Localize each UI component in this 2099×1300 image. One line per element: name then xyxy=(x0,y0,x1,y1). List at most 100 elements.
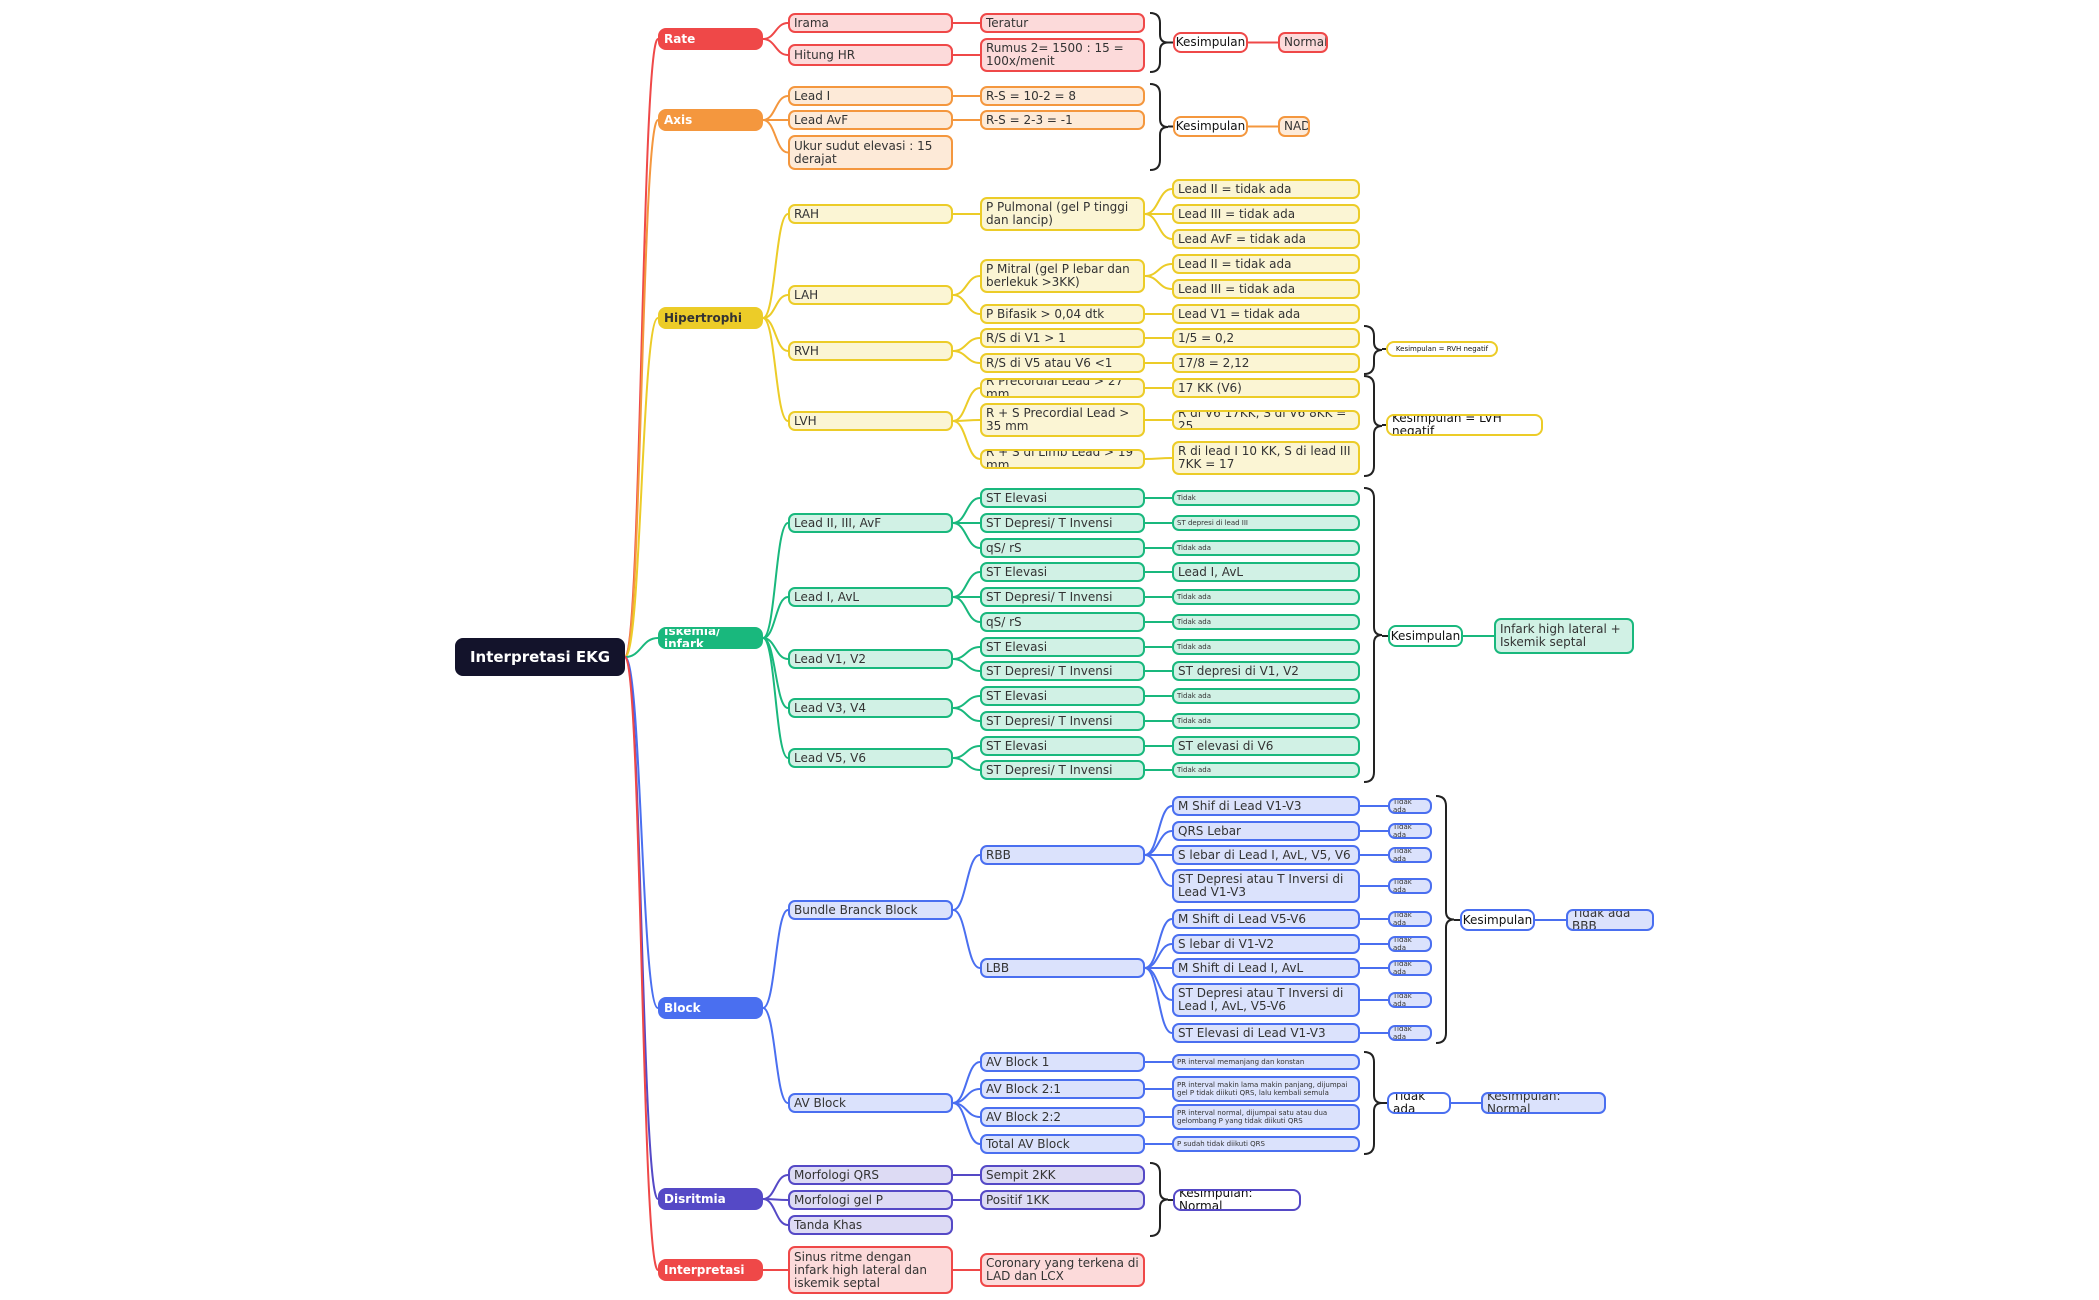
disritmia-value[interactable]: Positif 1KK xyxy=(980,1190,1145,1210)
disritmia-item[interactable]: Morfologi QRS xyxy=(788,1165,953,1185)
av-block-result[interactable]: Kesimpulan: Normal xyxy=(1481,1092,1606,1114)
iskemia-criterion[interactable]: ST Depresi/ T Invensi xyxy=(980,760,1145,780)
block-subgroup[interactable]: LBB xyxy=(980,958,1145,978)
bbb-criterion[interactable]: ST Depresi atau T Inversi di Lead V1-V3 xyxy=(1172,869,1360,903)
iskemia-conclusion[interactable]: Kesimpulan xyxy=(1388,625,1463,647)
hipertrophi-group[interactable]: LVH xyxy=(788,411,953,431)
bbb-finding[interactable]: Tidak ada xyxy=(1388,911,1432,927)
rate-item[interactable]: Irama xyxy=(788,13,953,33)
hipertrophi-finding[interactable]: Lead III = tidak ada xyxy=(1172,204,1360,224)
iskemia-criterion[interactable]: ST Depresi/ T Invensi xyxy=(980,711,1145,731)
iskemia-criterion[interactable]: ST Elevasi xyxy=(980,488,1145,508)
category-block[interactable]: Block xyxy=(658,997,763,1019)
hipertrophi-criterion[interactable]: R/S di V5 atau V6 <1 xyxy=(980,353,1145,373)
bbb-criterion[interactable]: ST Elevasi di Lead V1-V3 xyxy=(1172,1023,1360,1043)
iskemia-criterion[interactable]: ST Elevasi xyxy=(980,736,1145,756)
bbb-finding[interactable]: Tidak ada xyxy=(1388,798,1432,814)
axis-value[interactable]: R-S = 2-3 = -1 xyxy=(980,110,1145,130)
hipertrophi-finding[interactable]: 17/8 = 2,12 xyxy=(1172,353,1360,373)
hipertrophi-group[interactable]: RVH xyxy=(788,341,953,361)
iskemia-finding[interactable]: Tidak ada xyxy=(1172,688,1360,704)
hipertrophi-finding[interactable]: Lead V1 = tidak ada xyxy=(1172,304,1360,324)
rate-value[interactable]: Rumus 2= 1500 : 15 = 100x/menit xyxy=(980,38,1145,72)
root-node[interactable]: Interpretasi EKG xyxy=(455,638,625,676)
iskemia-finding[interactable]: Tidak xyxy=(1172,490,1360,506)
hipertrophi-finding[interactable]: Lead II = tidak ada xyxy=(1172,179,1360,199)
rate-value[interactable]: Teratur xyxy=(980,13,1145,33)
category-hipertrophi[interactable]: Hipertrophi xyxy=(658,307,763,329)
hipertrophi-criterion[interactable]: P Pulmonal (gel P tinggi dan lancip) xyxy=(980,197,1145,231)
av-block-desc[interactable]: PR interval normal, dijumpai satu atau d… xyxy=(1172,1104,1360,1130)
iskemia-finding[interactable]: ST depresi di V1, V2 xyxy=(1172,661,1360,681)
hipertrophi-criterion[interactable]: R + S di Limb Lead > 19 mm xyxy=(980,449,1145,469)
iskemia-result[interactable]: Infark high lateral + Iskemik septal xyxy=(1494,618,1634,654)
block-group[interactable]: Bundle Branck Block xyxy=(788,900,953,920)
iskemia-criterion[interactable]: qS/ rS xyxy=(980,538,1145,558)
av-block-desc[interactable]: PR interval memanjang dan konstan xyxy=(1172,1054,1360,1070)
iskemia-finding[interactable]: ST depresi di lead III xyxy=(1172,515,1360,531)
hipertrophi-criterion[interactable]: R + S Precordial Lead > 35 mm xyxy=(980,403,1145,437)
block-group[interactable]: AV Block xyxy=(788,1093,953,1113)
hipertrophi-criterion[interactable]: P Bifasik > 0,04 dtk xyxy=(980,304,1145,324)
bbb-criterion[interactable]: S lebar di V1-V2 xyxy=(1172,934,1360,954)
iskemia-criterion[interactable]: ST Elevasi xyxy=(980,686,1145,706)
hipertrophi-criterion[interactable]: R Precordial Lead > 27 mm xyxy=(980,378,1145,398)
category-rate[interactable]: Rate xyxy=(658,28,763,50)
iskemia-finding[interactable]: Tidak ada xyxy=(1172,589,1360,605)
bbb-finding[interactable]: Tidak ada xyxy=(1388,992,1432,1008)
category-disritmia[interactable]: Disritmia xyxy=(658,1188,763,1210)
axis-item[interactable]: Ukur sudut elevasi : 15 derajat xyxy=(788,135,953,170)
iskemia-criterion[interactable]: ST Depresi/ T Invensi xyxy=(980,587,1145,607)
av-block-item[interactable]: AV Block 2:2 xyxy=(980,1107,1145,1127)
iskemia-finding[interactable]: Tidak ada xyxy=(1172,762,1360,778)
interpretasi-value[interactable]: Coronary yang terkena di LAD dan LCX xyxy=(980,1253,1145,1287)
hipertrophi-finding[interactable]: R di V6 17KK, S di V6 8KK = 25 xyxy=(1172,410,1360,430)
axis-item[interactable]: Lead AvF xyxy=(788,110,953,130)
av-block-item[interactable]: AV Block 1 xyxy=(980,1052,1145,1072)
hipertrophi-criterion[interactable]: R/S di V1 > 1 xyxy=(980,328,1145,348)
bbb-criterion[interactable]: QRS Lebar xyxy=(1172,821,1360,841)
bbb-result[interactable]: Tidak ada BBB xyxy=(1566,909,1654,931)
block-subgroup[interactable]: RBB xyxy=(980,845,1145,865)
bbb-finding[interactable]: Tidak ada xyxy=(1388,1025,1432,1041)
bbb-criterion[interactable]: ST Depresi atau T Inversi di Lead I, AvL… xyxy=(1172,983,1360,1017)
av-block-finding[interactable]: Tidak ada xyxy=(1387,1092,1451,1114)
rvh-conclusion[interactable]: Kesimpulan = RVH negatif xyxy=(1386,341,1498,357)
category-axis[interactable]: Axis xyxy=(658,109,763,131)
hipertrophi-finding[interactable]: Lead III = tidak ada xyxy=(1172,279,1360,299)
category-interpretasi[interactable]: Interpretasi xyxy=(658,1259,763,1281)
iskemia-group[interactable]: Lead II, III, AvF xyxy=(788,513,953,533)
rate-result[interactable]: Normal xyxy=(1278,32,1328,53)
hipertrophi-finding[interactable]: R di lead I 10 KK, S di lead III 7KK = 1… xyxy=(1172,441,1360,475)
av-block-desc[interactable]: P sudah tidak diikuti QRS xyxy=(1172,1136,1360,1152)
hipertrophi-criterion[interactable]: P Mitral (gel P lebar dan berlekuk >3KK) xyxy=(980,259,1145,293)
axis-result[interactable]: NAD xyxy=(1278,116,1310,137)
iskemia-criterion[interactable]: ST Elevasi xyxy=(980,562,1145,582)
bbb-criterion[interactable]: S lebar di Lead I, AvL, V5, V6 xyxy=(1172,845,1360,865)
disritmia-item[interactable]: Tanda Khas xyxy=(788,1215,953,1235)
bbb-finding[interactable]: Tidak ada xyxy=(1388,936,1432,952)
hipertrophi-finding[interactable]: 17 KK (V6) xyxy=(1172,378,1360,398)
bbb-finding[interactable]: Tidak ada xyxy=(1388,960,1432,976)
bbb-criterion[interactable]: M Shift di Lead V5-V6 xyxy=(1172,909,1360,929)
iskemia-group[interactable]: Lead V3, V4 xyxy=(788,698,953,718)
hipertrophi-finding[interactable]: Lead AvF = tidak ada xyxy=(1172,229,1360,249)
bbb-finding[interactable]: Tidak ada xyxy=(1388,847,1432,863)
disritmia-value[interactable]: Sempit 2KK xyxy=(980,1165,1145,1185)
bbb-conclusion[interactable]: Kesimpulan xyxy=(1460,909,1535,931)
iskemia-group[interactable]: Lead I, AvL xyxy=(788,587,953,607)
iskemia-finding[interactable]: Tidak ada xyxy=(1172,614,1360,630)
hipertrophi-group[interactable]: RAH xyxy=(788,204,953,224)
bbb-criterion[interactable]: M Shift di Lead I, AvL xyxy=(1172,958,1360,978)
rate-item[interactable]: Hitung HR xyxy=(788,44,953,66)
iskemia-finding[interactable]: Lead I, AvL xyxy=(1172,562,1360,582)
axis-conclusion[interactable]: Kesimpulan xyxy=(1173,116,1248,137)
axis-value[interactable]: R-S = 10-2 = 8 xyxy=(980,86,1145,106)
iskemia-finding[interactable]: ST elevasi di V6 xyxy=(1172,736,1360,756)
category-iskemia[interactable]: Iskemia/ infark xyxy=(658,627,763,649)
iskemia-criterion[interactable]: ST Elevasi xyxy=(980,637,1145,657)
iskemia-group[interactable]: Lead V5, V6 xyxy=(788,748,953,768)
iskemia-finding[interactable]: Tidak ada xyxy=(1172,713,1360,729)
bbb-finding[interactable]: Tidak ada xyxy=(1388,823,1432,839)
av-block-item[interactable]: AV Block 2:1 xyxy=(980,1079,1145,1099)
